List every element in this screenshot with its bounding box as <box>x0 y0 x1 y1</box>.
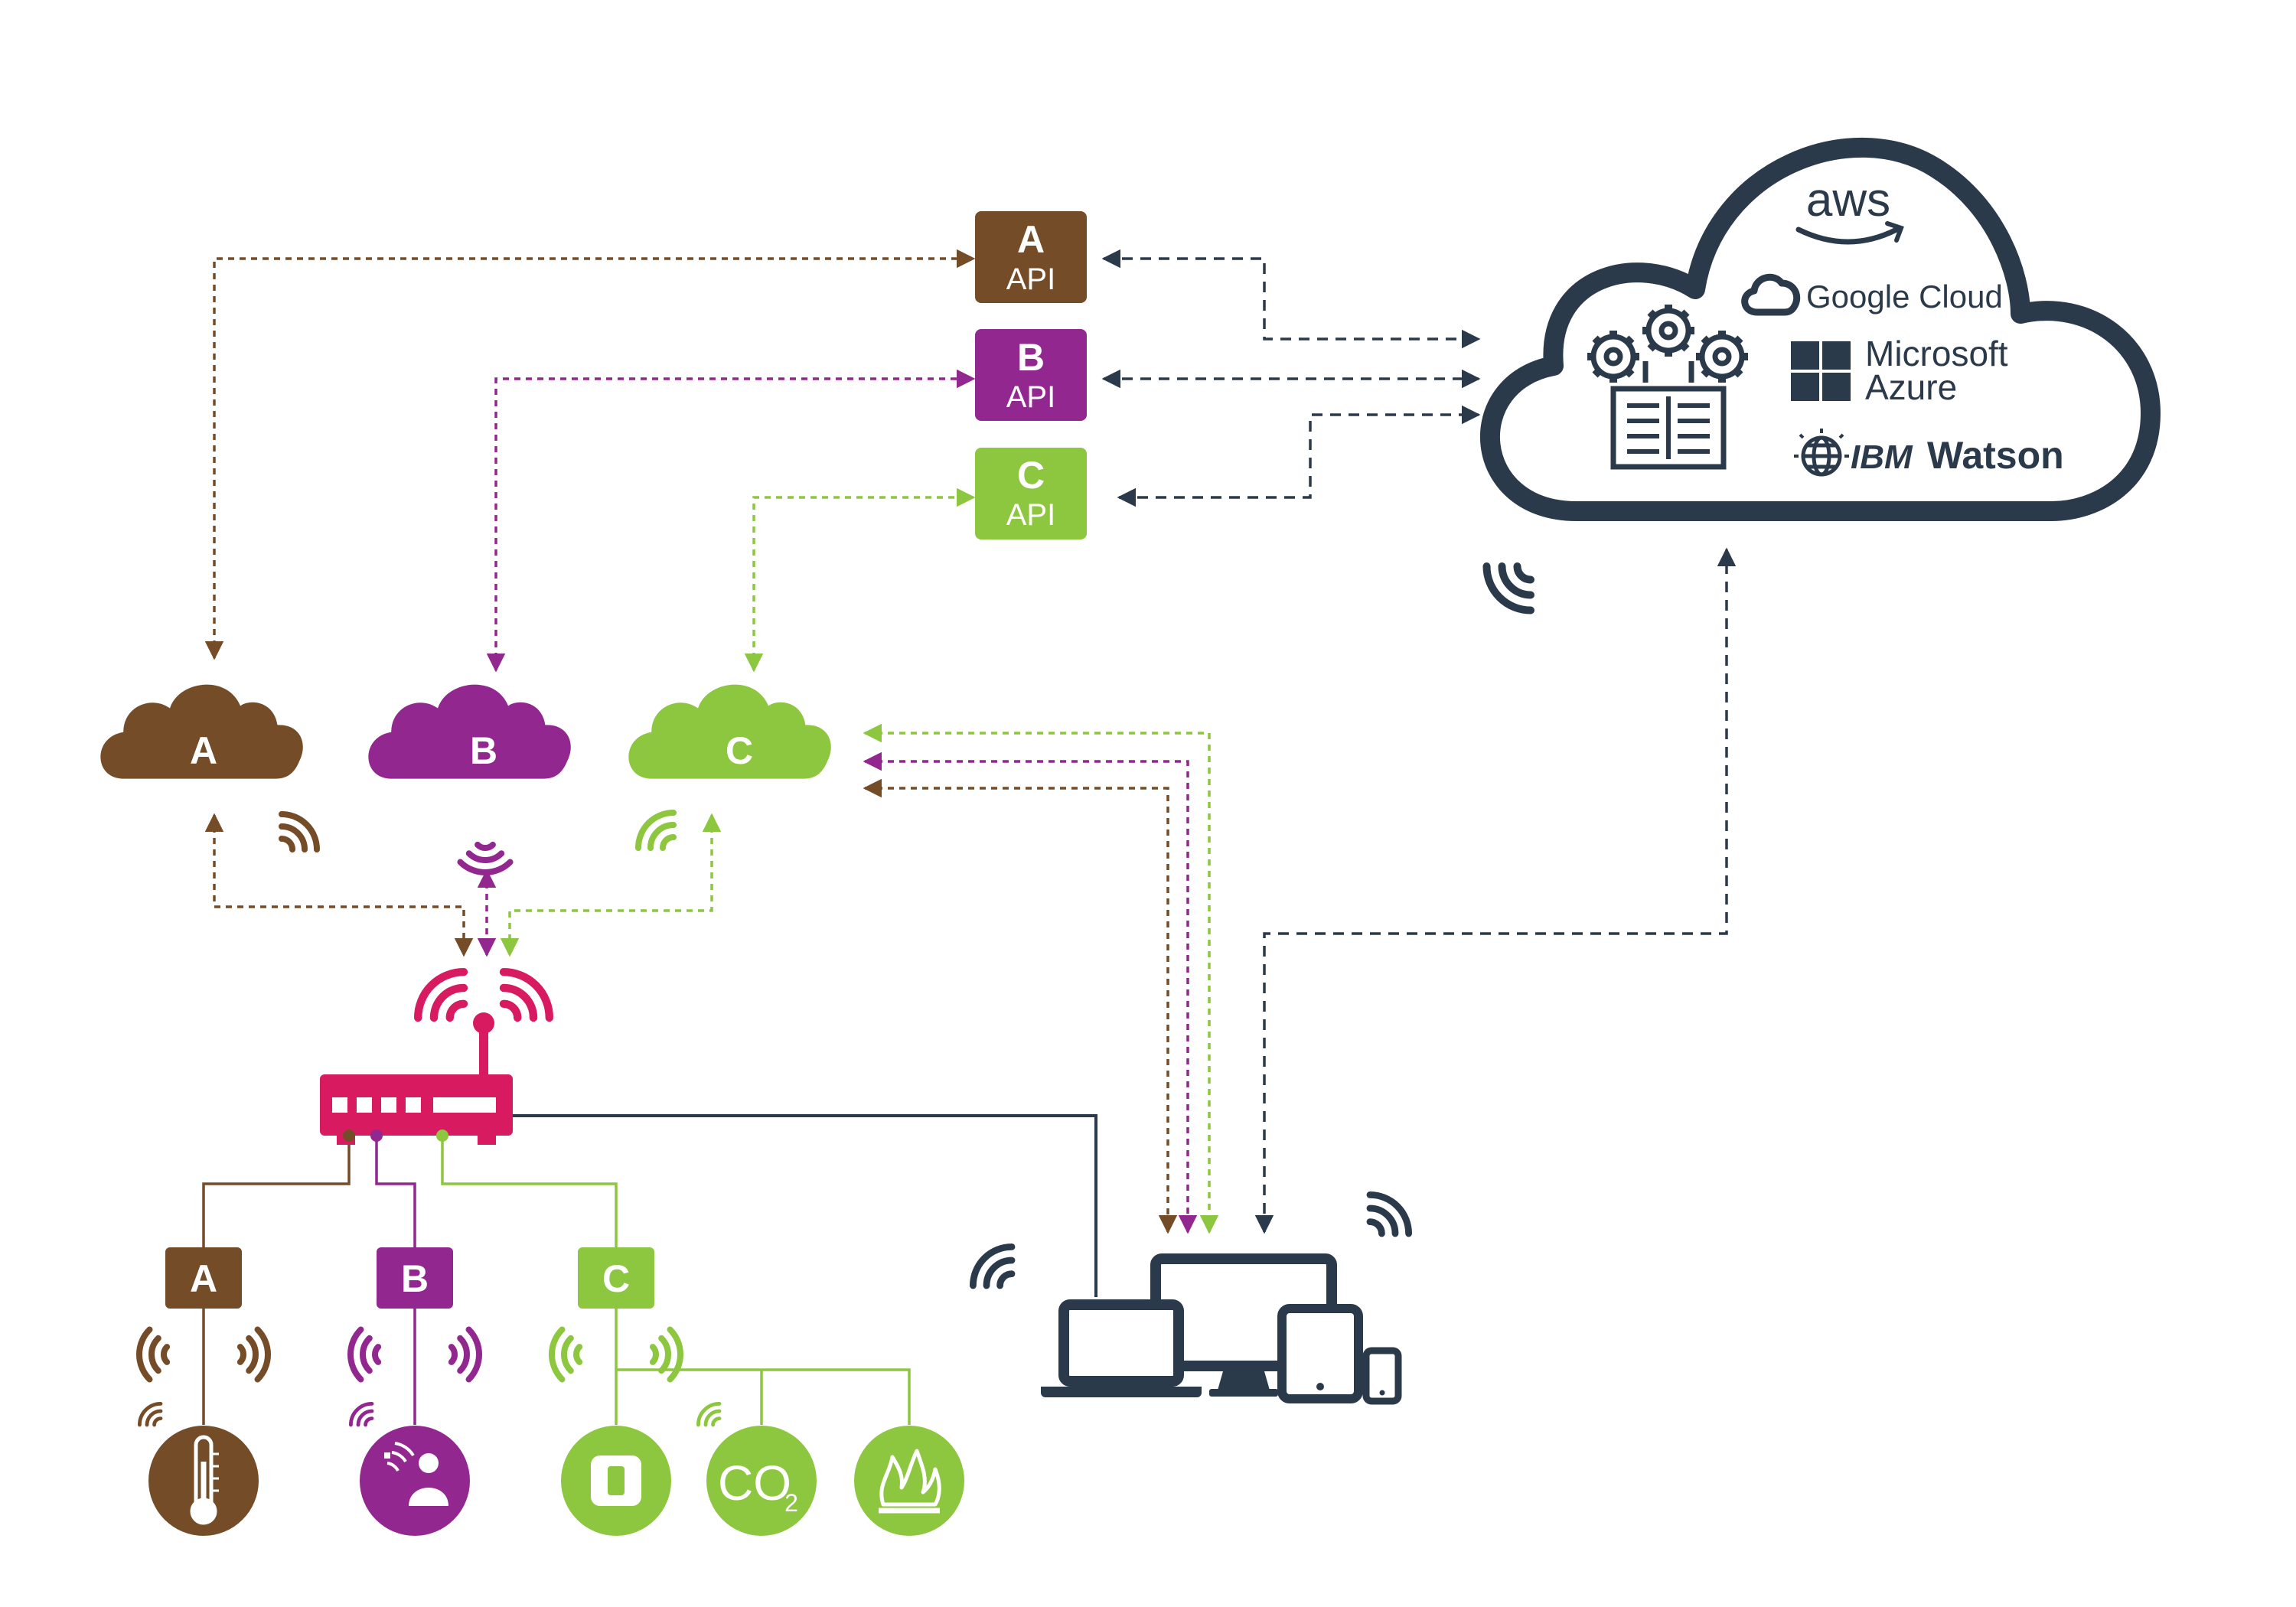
link-api-a-to-main-cloud <box>1101 249 1481 349</box>
api-letter-c: C <box>1017 454 1045 497</box>
wifi-icon <box>282 814 317 849</box>
api-label-c: API <box>1006 498 1055 532</box>
gateway-letter-a: A <box>190 1257 217 1300</box>
link-cloud-a-to-router <box>204 813 474 957</box>
sensor-co2: CO 2 <box>698 1403 817 1536</box>
gateway-letter-b: B <box>401 1257 429 1300</box>
sensor-door <box>561 1426 671 1536</box>
tablet-icon <box>1277 1304 1363 1403</box>
azure-label: Azure <box>1865 367 1957 407</box>
flame-icon <box>879 1449 941 1514</box>
api-box-b: B API <box>975 329 1087 421</box>
door-contact-icon <box>591 1455 641 1506</box>
link-router-to-gateway-b <box>375 1136 416 1247</box>
wifi-icon <box>139 1403 161 1425</box>
vendor-cloud-c: C <box>628 684 831 848</box>
phone-icon <box>1362 1347 1402 1405</box>
api-box-c: C API <box>975 448 1087 539</box>
microsoft-label: Microsoft <box>1865 334 2008 373</box>
link-cloud-c-to-devices-green <box>863 723 1219 1234</box>
gateway-letter-c: C <box>602 1257 630 1300</box>
api-letter-a: A <box>1017 218 1045 261</box>
link-gateway-c-to-sensors <box>615 1309 911 1425</box>
wifi-icon <box>460 837 510 887</box>
link-api-b-to-cloud-b <box>486 369 976 673</box>
vendor-cloud-letter-c: C <box>726 729 753 772</box>
ibm-watson-logo: IBM Watson <box>1794 429 2064 477</box>
gears-book-icon <box>1587 305 1748 470</box>
wifi-icon <box>504 972 550 1018</box>
microsoft-azure-logo: Microsoft Azure <box>1791 334 2008 407</box>
vendor-cloud-b: B <box>368 684 571 887</box>
connections <box>202 249 1737 1425</box>
wifi-icon <box>444 1329 494 1379</box>
wifi-icon <box>645 1329 695 1379</box>
co2-label: CO <box>718 1455 791 1511</box>
link-cloud-c-to-router <box>500 813 722 957</box>
vendor-cloud-letter-a: A <box>190 729 217 772</box>
watson-label: Watson <box>1927 434 2064 477</box>
wifi-icon <box>638 813 673 848</box>
gateway-b: B <box>336 1247 494 1380</box>
google-cloud-logo: Google Cloud <box>1741 273 2003 316</box>
link-router-to-gateway-c <box>441 1136 618 1247</box>
co2-subscript: 2 <box>784 1489 798 1517</box>
wifi-icon <box>351 1403 372 1425</box>
wifi-icon <box>418 972 464 1018</box>
google-cloud-label: Google Cloud <box>1806 279 2003 315</box>
api-letter-b: B <box>1017 336 1045 379</box>
api-label-a: API <box>1006 262 1055 296</box>
person-motion-icon <box>384 1442 448 1506</box>
aws-logo: aws <box>1795 174 1904 245</box>
ibm-label: IBM <box>1851 438 1913 476</box>
gateway-a: A <box>125 1247 282 1380</box>
co2-icon: CO 2 <box>718 1455 798 1517</box>
gateway-c: C <box>537 1247 695 1380</box>
aws-label: aws <box>1806 174 1890 227</box>
thermometer-icon <box>190 1435 219 1525</box>
wifi-icon <box>973 1247 1012 1286</box>
globe-icon <box>1794 429 1849 477</box>
sensor-fire <box>854 1426 964 1536</box>
link-api-a-to-cloud-a <box>204 249 976 660</box>
laptop-icon <box>1041 1299 1202 1397</box>
link-cloud-c-to-devices-brown <box>863 778 1178 1234</box>
wifi-icon <box>336 1329 386 1379</box>
user-devices <box>973 1195 1409 1405</box>
wifi-icon <box>233 1329 282 1379</box>
link-router-to-gateway-a <box>202 1136 351 1247</box>
link-api-c-to-cloud-c <box>744 487 976 673</box>
link-cloud-c-to-devices-purple <box>863 751 1198 1234</box>
wifi-icon <box>698 1403 719 1425</box>
windows-grid-icon <box>1791 341 1851 401</box>
vendor-cloud-letter-b: B <box>470 729 497 772</box>
wifi-icon <box>1487 566 1531 611</box>
link-devices-to-main-cloud <box>1254 547 1737 1234</box>
sensor-presence <box>351 1403 470 1536</box>
api-label-b: API <box>1006 380 1055 414</box>
link-router-to-devices <box>513 1114 1097 1297</box>
main-cloud: aws Google Cloud Microsoft Azure <box>1480 137 2161 611</box>
wifi-icon <box>125 1329 174 1379</box>
wifi-icon <box>1370 1195 1409 1234</box>
amazon-smile-icon <box>1795 227 1900 245</box>
api-box-a: A API <box>975 211 1087 303</box>
sensor-temperature <box>139 1403 259 1536</box>
link-api-c-to-main-cloud <box>1117 405 1481 507</box>
router <box>320 972 550 1145</box>
google-cloud-icon <box>1741 273 1801 316</box>
vendor-cloud-a: A <box>100 684 317 849</box>
wifi-icon <box>537 1329 587 1379</box>
